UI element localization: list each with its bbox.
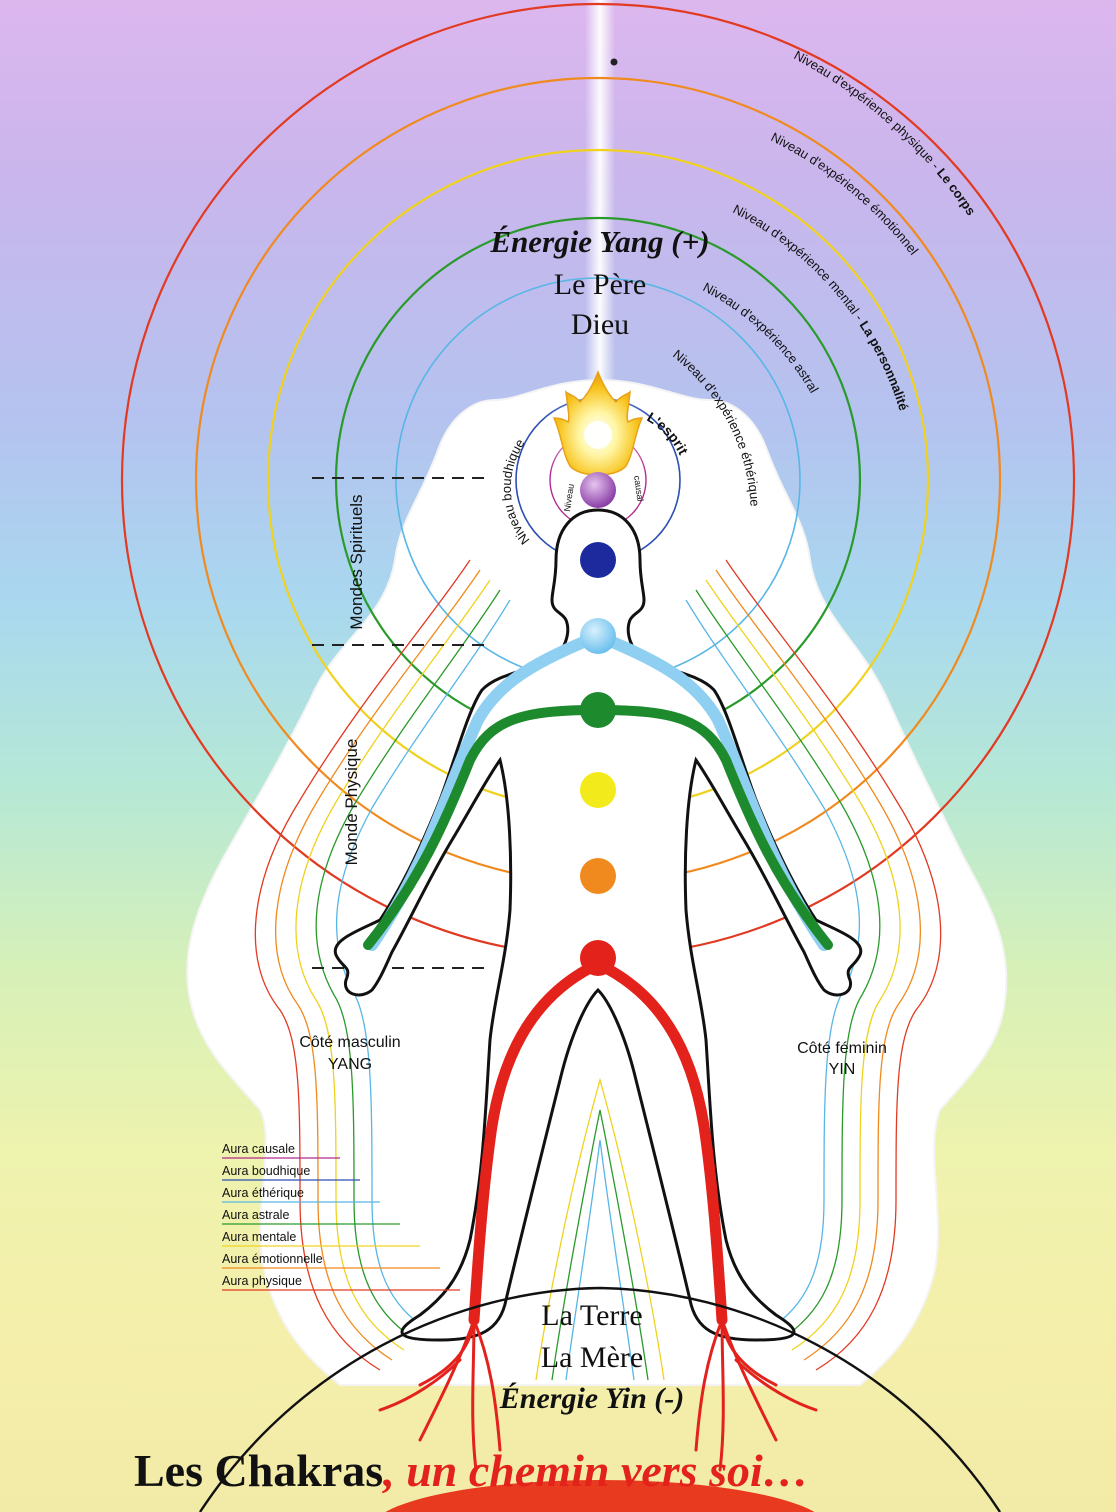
bottom-titles: La Terre La Mère Énergie Yin (-) — [499, 1299, 684, 1415]
top-dot — [610, 58, 618, 66]
chakras — [580, 472, 616, 976]
heart-chakra — [580, 692, 616, 728]
world-labels: Mondes Spirituels Monde Physique — [342, 494, 366, 865]
father-label: Le Père — [554, 268, 646, 301]
feminine-side-label: Côté féminin — [797, 1040, 887, 1057]
page-title: Les Chakras, un chemin vers soi… — [134, 1445, 809, 1496]
third-eye-chakra — [580, 542, 616, 578]
aura-legend-astral: Aura astrale — [222, 1208, 400, 1225]
sacral-chakra — [580, 858, 616, 894]
svg-text:Les Chakras, un chemin vers so: Les Chakras, un chemin vers soi… — [134, 1445, 809, 1496]
svg-text:Aura astrale: Aura astrale — [222, 1208, 289, 1222]
aura-legend-causal: Aura causale — [222, 1142, 340, 1159]
spiritual-worlds-label: Mondes Spirituels — [347, 494, 366, 629]
causal-niveau-label: Niveau — [562, 483, 576, 512]
svg-text:Aura éthérique: Aura éthérique — [222, 1186, 304, 1200]
physical-world-label: Monde Physique — [342, 739, 361, 866]
svg-text:Aura physique: Aura physique — [222, 1274, 302, 1288]
svg-text:Aura boudhique: Aura boudhique — [222, 1164, 310, 1178]
yin-energy-title: Énergie Yin (-) — [499, 1382, 684, 1415]
aura-legend: Aura causale Aura boudhique Aura éthériq… — [222, 1142, 460, 1291]
ring-label-physical: Niveau d'expérience physique - Le corps — [792, 47, 979, 218]
crown-chakra — [580, 472, 616, 508]
mother-label: La Mère — [541, 1341, 643, 1374]
ring-label-astral: Niveau d'expérience astral — [701, 279, 822, 395]
top-titles: Énergie Yang (+) Le Père Dieu — [489, 224, 709, 341]
svg-text:Aura causale: Aura causale — [222, 1142, 295, 1156]
aura-legend-etheric: Aura éthérique — [222, 1186, 380, 1203]
throat-chakra — [580, 618, 616, 654]
side-labels: Côté masculin YANG Côté féminin YIN — [299, 1034, 887, 1078]
god-label: Dieu — [571, 308, 629, 341]
ring-label-mental: Niveau d'expérience mental - La personna… — [731, 201, 912, 412]
causal-label: causal — [632, 475, 646, 502]
root-chakra — [580, 940, 616, 976]
human-silhouette — [333, 508, 863, 1342]
energy-channels — [363, 630, 833, 951]
earth-core — [385, 1480, 815, 1512]
heart-channel-left — [363, 705, 603, 950]
aura-legend-emotional: Aura émotionnelle — [222, 1252, 440, 1269]
aura-legend-buddhic: Aura boudhique — [222, 1164, 360, 1181]
svg-text:Aura mentale: Aura mentale — [222, 1230, 296, 1244]
yang-energy-title: Énergie Yang (+) — [489, 224, 709, 259]
aura-legend-mental: Aura mentale — [222, 1230, 420, 1247]
world-separators — [312, 477, 492, 969]
earth-label: La Terre — [541, 1299, 642, 1332]
root-channels — [378, 962, 818, 1472]
masculine-yang-label: YANG — [328, 1056, 372, 1073]
solar-plexus-chakra — [580, 772, 616, 808]
svg-text:Aura émotionnelle: Aura émotionnelle — [222, 1252, 323, 1266]
earth — [198, 1286, 1002, 1512]
heart-channel-right — [593, 705, 833, 950]
page-title-part1: Les Chakras — [134, 1445, 383, 1496]
masculine-side-label: Côté masculin — [299, 1034, 400, 1051]
crown-flame — [538, 369, 658, 500]
aura-legend-physical: Aura physique — [222, 1274, 460, 1291]
page-title-part2: , un chemin vers soi… — [382, 1445, 809, 1496]
feminine-yin-label: YIN — [829, 1061, 856, 1078]
